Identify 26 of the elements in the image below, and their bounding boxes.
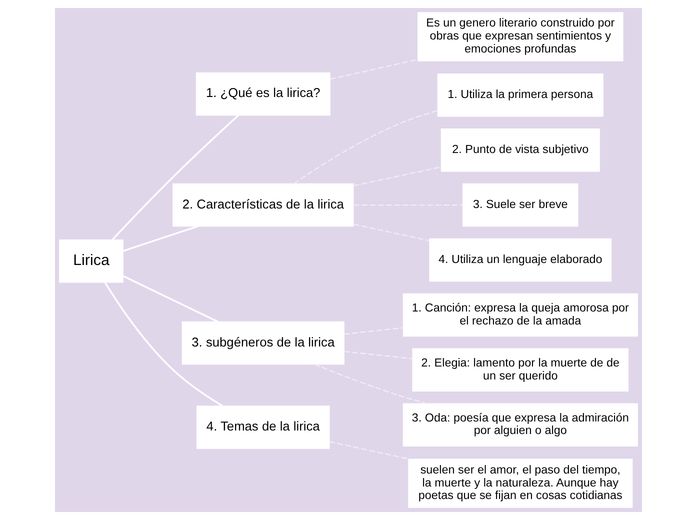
node-box: Lirica bbox=[58, 240, 123, 283]
connector bbox=[352, 224, 430, 242]
connector bbox=[122, 275, 218, 323]
node-box: 3. Suele ser breve bbox=[462, 183, 578, 227]
node-box: 4. Temas de la lirica bbox=[196, 406, 330, 449]
connector bbox=[293, 110, 438, 184]
connector bbox=[122, 225, 198, 252]
node-box: 3. subgéneros de la lirica bbox=[181, 321, 344, 365]
node-box: 2. Características de la lirica bbox=[172, 183, 354, 227]
node-box: 4. Utiliza un lenguaje elaborado bbox=[428, 238, 612, 282]
node-box: 1. Canción: expresa la queja amorosa por el rechazo de la amada bbox=[402, 293, 638, 337]
node-box: 2. Elegia: lamento por la muerte de de un ser querido bbox=[412, 348, 628, 392]
node-box: 1. Utiliza la primera persona bbox=[436, 74, 603, 117]
connector bbox=[329, 58, 418, 80]
connector bbox=[352, 166, 441, 186]
connector bbox=[104, 282, 223, 407]
node-box: suelen ser el amor, el paso del tiempo, la muerte y la naturaleza. Aunque hay poetas que se fijan en cosas cotidianas bbox=[408, 458, 632, 508]
connector bbox=[314, 364, 427, 404]
node-box: 1. ¿Qué es la lirica? bbox=[195, 72, 330, 116]
node-box: Es un genero literario construido por obras que expresan sentimientos y emociones profundas bbox=[417, 12, 623, 62]
connector bbox=[343, 350, 412, 360]
node-box: 2. Punto de vista subjetivo bbox=[440, 128, 600, 172]
connector bbox=[343, 327, 403, 335]
connector bbox=[110, 114, 239, 241]
node-box: 3. Oda: poesía que expresa la admiración por alguien o algo bbox=[402, 403, 638, 446]
connector bbox=[328, 440, 410, 460]
